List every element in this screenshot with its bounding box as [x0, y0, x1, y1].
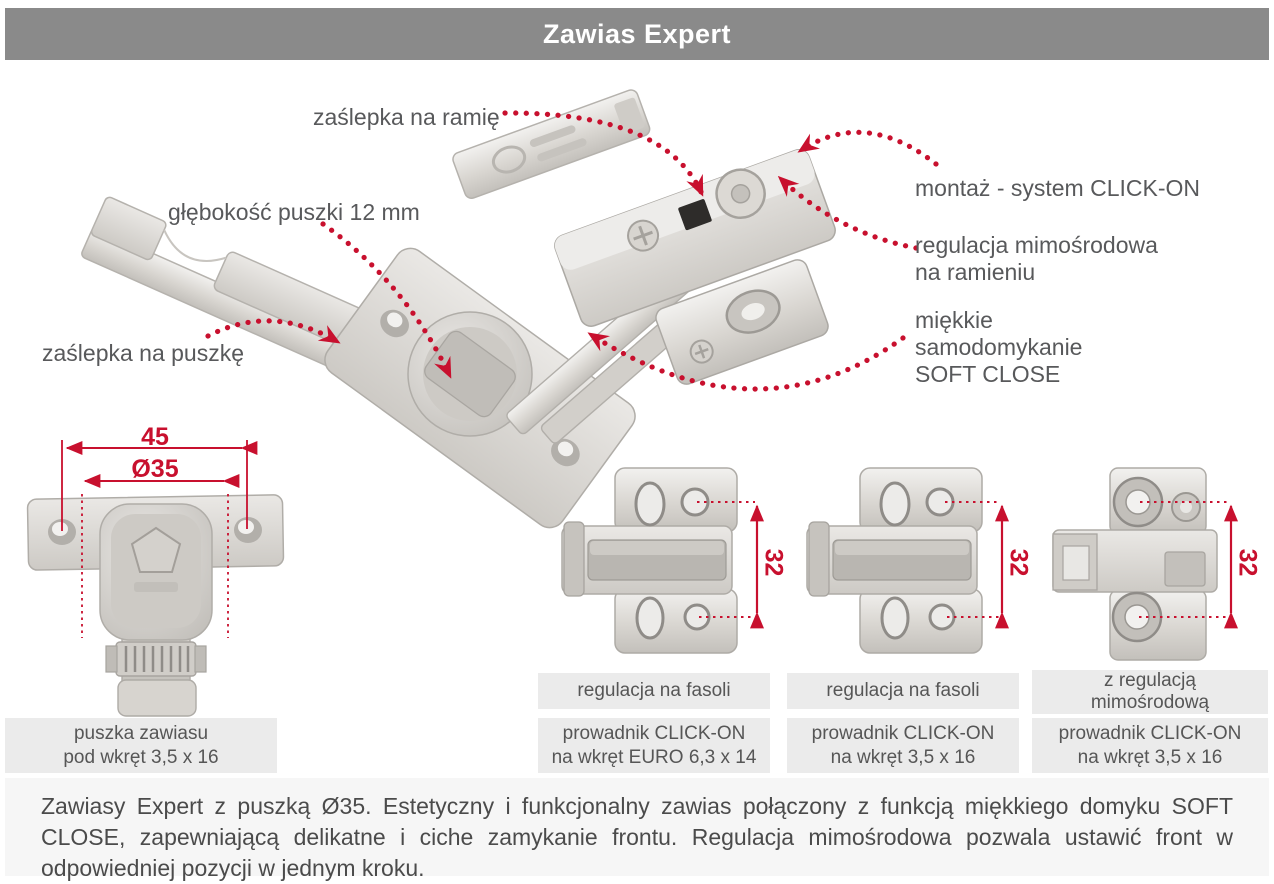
plate-3-regulation-caption: z regulacją mimośrodową: [1032, 670, 1268, 714]
footer-description-panel: Zawiasy Expert z puszką Ø35. Estetyczny …: [5, 778, 1269, 881]
header-bar: Zawias Expert: [5, 8, 1269, 60]
label-softclose: miękkie samodomykanie SOFT CLOSE: [915, 307, 1082, 388]
plate-3-guide-line2: na wkręt 3,5 x 16: [1077, 746, 1223, 768]
label-eccentric-line2: na ramieniu: [915, 259, 1036, 285]
product-description: Zawiasy Expert z puszką Ø35. Estetyczny …: [41, 793, 1233, 881]
cup-cap-image: [81, 196, 362, 370]
label-softclose-line2: samodomykanie: [915, 334, 1083, 360]
cup-caption: puszka zawiasu pod wkręt 3,5 x 16: [5, 718, 277, 773]
plate-dimensions: [697, 501, 1238, 629]
label-cup-depth: głębokość puszki 12 mm: [168, 199, 420, 225]
plate-2-guide-caption: prowadnik CLICK-ON na wkręt 3,5 x 16: [787, 718, 1019, 773]
cup-caption-line2: pod wkręt 3,5 x 16: [63, 746, 219, 768]
arrow-eccentric: [777, 175, 919, 251]
cup-caption-line1: puszka zawiasu: [73, 722, 209, 744]
plate-1-guide-line1: prowadnik CLICK-ON: [562, 722, 746, 744]
main-hinge-image: [324, 149, 836, 529]
dim-45-label: 45: [141, 423, 169, 451]
label-eccentric-line1: regulacja mimośrodowa: [915, 232, 1158, 258]
cup-dimensions: [61, 440, 258, 638]
label-mount: montaż - system CLICK-ON: [915, 175, 1200, 201]
plate-1-guide-line2: na wkręt EURO 6,3 x 14: [551, 746, 757, 768]
plate-3-regulation-line2: mimośrodową: [1090, 692, 1210, 713]
cup-front-image: [26, 494, 285, 717]
plate-3-guide-line1: prowadnik CLICK-ON: [1058, 722, 1242, 744]
plate-1-regulation-caption: regulacja na fasoli: [538, 673, 770, 709]
plate-3-regulation-line1: z regulacją: [1104, 670, 1196, 691]
plate-2-guide-line1: prowadnik CLICK-ON: [811, 722, 995, 744]
plate-2-guide-line2: na wkręt 3,5 x 16: [830, 746, 976, 768]
arrow-arm-cap: [502, 110, 705, 197]
plate-3-image: [1052, 467, 1218, 661]
arrow-mount: [797, 129, 939, 167]
callout-arrows: [205, 110, 939, 392]
label-cup-cap: zaślepka na puszkę: [42, 340, 245, 366]
dim-35-label: Ø35: [131, 455, 179, 483]
page-title: Zawias Expert: [542, 18, 732, 49]
plate-1-image: [560, 466, 739, 655]
plate-1-dim-label: 32: [759, 548, 788, 577]
plate-3-dim-label: 32: [1233, 548, 1262, 577]
plate-2-regulation-line1: regulacja na fasoli: [826, 680, 980, 701]
label-softclose-line3: SOFT CLOSE: [915, 361, 1061, 387]
plate-2-dim-label: 32: [1004, 548, 1033, 577]
plate-2-regulation-caption: regulacja na fasoli: [787, 673, 1019, 709]
plate-3-guide-caption: prowadnik CLICK-ON na wkręt 3,5 x 16: [1032, 718, 1268, 773]
plate-2-image: [805, 466, 984, 655]
label-softclose-line1: miękkie: [915, 307, 993, 333]
arm-cap-image: [452, 89, 651, 199]
arrow-softclose: [587, 331, 906, 392]
plate-1-regulation-line1: regulacja na fasoli: [577, 680, 731, 701]
plate-1-guide-caption: prowadnik CLICK-ON na wkręt EURO 6,3 x 1…: [538, 718, 770, 773]
label-eccentric: regulacja mimośrodowa na ramieniu: [915, 232, 1158, 286]
label-arm-cap: zaślepka na ramię: [313, 104, 500, 130]
